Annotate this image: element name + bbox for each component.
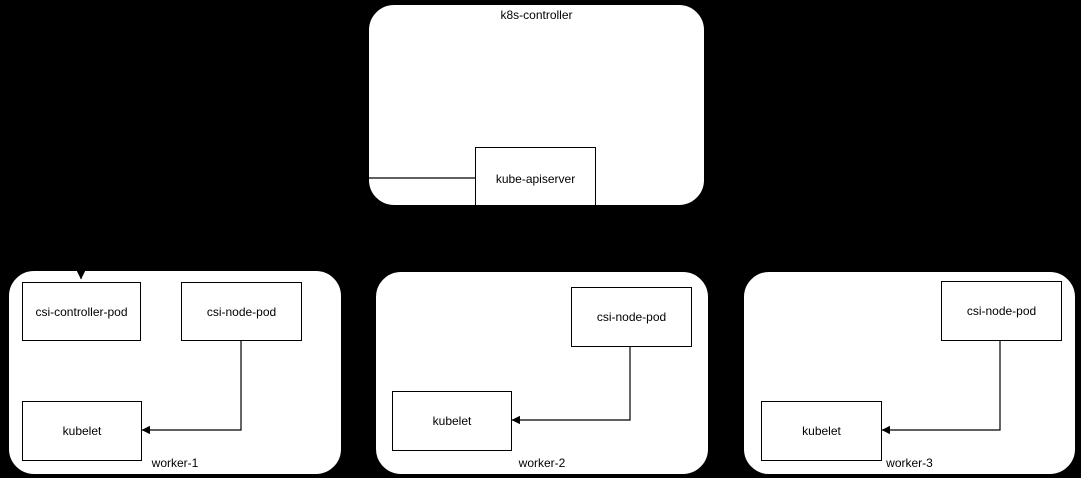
worker-3-label: worker-3: [886, 456, 933, 470]
node-kubelet-worker-1: kubelet: [22, 401, 142, 461]
kube-apiserver-label: kube-apiserver: [495, 172, 576, 186]
node-kubelet-worker-3: kubelet: [761, 401, 882, 461]
node-csi-controller-pod-worker-1: csi-controller-pod: [22, 282, 141, 341]
container-worker-2: csi-node-pod kubelet worker-2: [375, 271, 709, 475]
node-kubelet-worker-2: kubelet: [392, 391, 512, 451]
kubelet-label-worker-3: kubelet: [802, 424, 841, 438]
worker-2-label: worker-2: [518, 456, 566, 470]
csi-controller-pod-label: csi-controller-pod: [35, 304, 128, 319]
kubelet-label-worker-1: kubelet: [62, 424, 102, 438]
csi-node-pod-label-worker-2: csi-node-pod: [596, 310, 667, 324]
container-worker-1: csi-controller-pod csi-node-pod kubelet …: [8, 270, 342, 475]
node-csi-node-pod-worker-1: csi-node-pod: [181, 282, 302, 341]
worker-1-label: worker-1: [151, 456, 199, 470]
csi-node-pod-label-worker-3: csi-node-pod: [966, 304, 1037, 318]
container-k8s-controller: k8s-controller kube-apiserver: [368, 4, 705, 206]
k8s-controller-label: k8s-controller: [500, 8, 573, 22]
container-worker-3: csi-node-pod kubelet worker-3: [743, 271, 1076, 475]
node-csi-node-pod-worker-3: csi-node-pod: [941, 281, 1062, 341]
csi-node-pod-label-worker-1: csi-node-pod: [206, 304, 277, 319]
node-kube-apiserver: kube-apiserver: [475, 147, 596, 205]
node-csi-node-pod-worker-2: csi-node-pod: [571, 287, 692, 347]
kubelet-label-worker-2: kubelet: [432, 414, 472, 428]
